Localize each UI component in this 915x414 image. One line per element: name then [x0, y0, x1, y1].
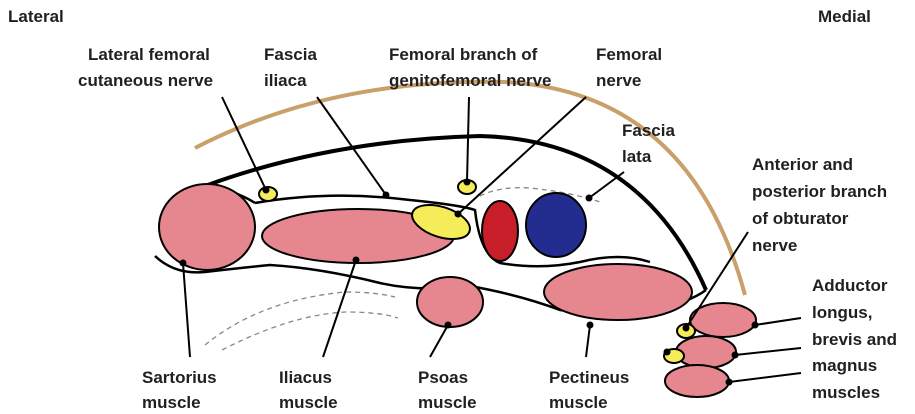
sartorius-label-line2: muscle [142, 393, 201, 412]
lfcn-label-line2: cutaneous nerve [78, 71, 213, 90]
pectineus-label-line1: Pectineus [549, 368, 629, 387]
iliacus-label-line1: Iliacus [279, 368, 332, 387]
fascia-lata-label-line2: lata [622, 147, 652, 166]
sartorius-label-line1: Sartorius [142, 368, 217, 387]
obturator-label-line3: of obturator [752, 209, 849, 228]
medial-label: Medial [818, 7, 871, 26]
femoral-artery [482, 201, 518, 261]
psoas-label-line1: Psoas [418, 368, 468, 387]
femoral-vein [526, 193, 586, 257]
adductor-label-line5: muscles [812, 383, 880, 402]
sartorius-muscle-shape [159, 184, 255, 270]
adductor-label-line2: longus, [812, 303, 872, 322]
lfcn-label-line1: Lateral femoral [88, 45, 210, 64]
pectineus-muscle-shape [544, 264, 692, 320]
deep-dashed-line-1 [205, 292, 395, 345]
deep-dashed-line-2 [222, 312, 398, 350]
fascia-iliaca-label-line2: iliaca [264, 71, 307, 90]
iliacus-label-line2: muscle [279, 393, 338, 412]
gfn-label-line1: Femoral branch of [389, 45, 538, 64]
gfn-label-line2: genitofemoral nerve [389, 71, 552, 90]
psoas-label-line2: muscle [418, 393, 477, 412]
psoas-muscle-shape [417, 277, 483, 327]
adductor-label-line4: magnus [812, 356, 877, 375]
obturator-label-line1: Anterior and [752, 155, 853, 174]
lateral-label: Lateral [8, 7, 64, 26]
obturator-label-line4: nerve [752, 236, 797, 255]
pectineus-label-line2: muscle [549, 393, 608, 412]
fascia-lata-label-line1: Fascia [622, 121, 675, 140]
adductor-label-line1: Adductor [812, 276, 888, 295]
adductor-magnus-shape [665, 365, 729, 397]
fascia-iliaca-label-line1: Fascia [264, 45, 317, 64]
adductor-brevis-shape [676, 336, 736, 368]
obturator-label-line2: posterior branch [752, 182, 887, 201]
femoral-nerve-label-line2: nerve [596, 71, 641, 90]
adductor-label-line3: brevis and [812, 330, 897, 349]
femoral-nerve-label-line1: Femoral [596, 45, 662, 64]
